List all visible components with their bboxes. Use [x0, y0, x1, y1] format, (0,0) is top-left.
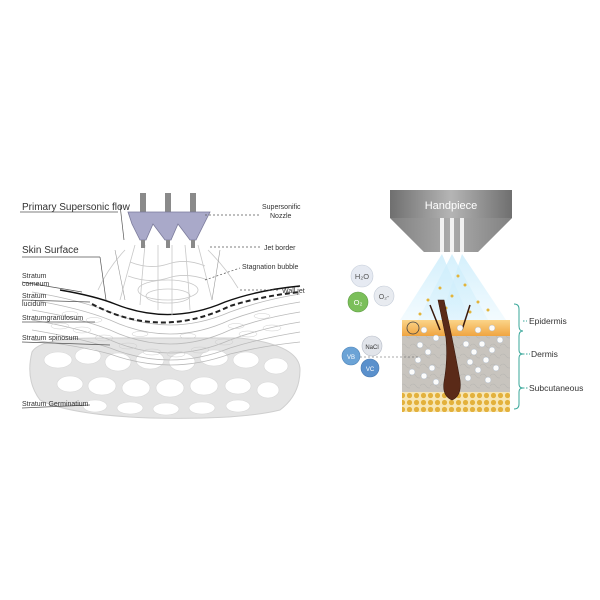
- handpiece: Handpiece: [390, 190, 512, 254]
- vc-label: VC: [366, 367, 375, 373]
- label-wall-jet: Wall jet: [282, 288, 305, 295]
- label-stratum-lucidum-2: lucidum: [22, 301, 46, 308]
- h2o-bubble: [350, 264, 374, 288]
- spinosum-cells: [50, 311, 282, 358]
- epidermis-label: Epidermis: [529, 316, 567, 326]
- h2o-label: H₂O: [355, 272, 369, 281]
- jet-flow: [97, 244, 239, 315]
- skin-surface-line: [59, 285, 301, 316]
- label-stratum-corneum-2: corneum: [22, 281, 49, 288]
- germinativum-cells: [43, 347, 289, 416]
- o2-bubble: [347, 291, 369, 313]
- left-leader-lines: [20, 204, 280, 409]
- granulosum-dashed-line: [91, 291, 301, 324]
- supersonic-nozzles: [127, 193, 211, 248]
- label-stratum-corneum-1: Stratum: [22, 273, 47, 280]
- nacl-label: NaCl: [365, 345, 378, 351]
- handpiece-label: Handpiece: [425, 200, 478, 212]
- subcutaneous-label: Subcutaneous: [529, 383, 583, 393]
- vc-bubble: [360, 358, 380, 378]
- label-jet-border: Jet border: [264, 245, 296, 252]
- left-jet-diagram: Primary Supersonic flow Supersonific Noz…: [20, 193, 305, 419]
- nacl-bubble: [361, 335, 383, 357]
- skin-block: [402, 299, 510, 412]
- label-primary-supersonic-flow: Primary Supersonic flow: [22, 202, 131, 213]
- label-nozzle-line1: Supersonific: [262, 204, 301, 211]
- dermis-label: Dermis: [531, 349, 558, 359]
- label-stratum-germinativum: Stratum Germinatium: [22, 401, 89, 408]
- layer-brackets: [513, 303, 530, 410]
- jet-border: [114, 249, 221, 301]
- label-stratum-lucidum-1: Stratum: [22, 293, 47, 300]
- vb-label: VB: [347, 355, 355, 361]
- vb-bubble: [341, 346, 361, 366]
- skin-layers: [31, 291, 301, 366]
- molecule-bubbles: [341, 264, 420, 378]
- spray-cones: [400, 254, 506, 320]
- label-skin-surface: Skin Surface: [22, 245, 79, 256]
- label-stagnation-bubble: Stagnation bubble: [242, 264, 299, 271]
- label-stratum-granulosum: Stratumgranulosum: [22, 315, 83, 322]
- o2-label: O₂: [354, 298, 363, 307]
- right-handpiece-diagram: Handpiece: [341, 190, 583, 412]
- label-nozzle-line2: Nozzle: [270, 213, 292, 220]
- label-stratum-spinosum: Stratum spinosum: [22, 335, 79, 342]
- o2-minus-label: O₂-: [379, 294, 390, 301]
- o2-minus-bubble: [373, 285, 395, 307]
